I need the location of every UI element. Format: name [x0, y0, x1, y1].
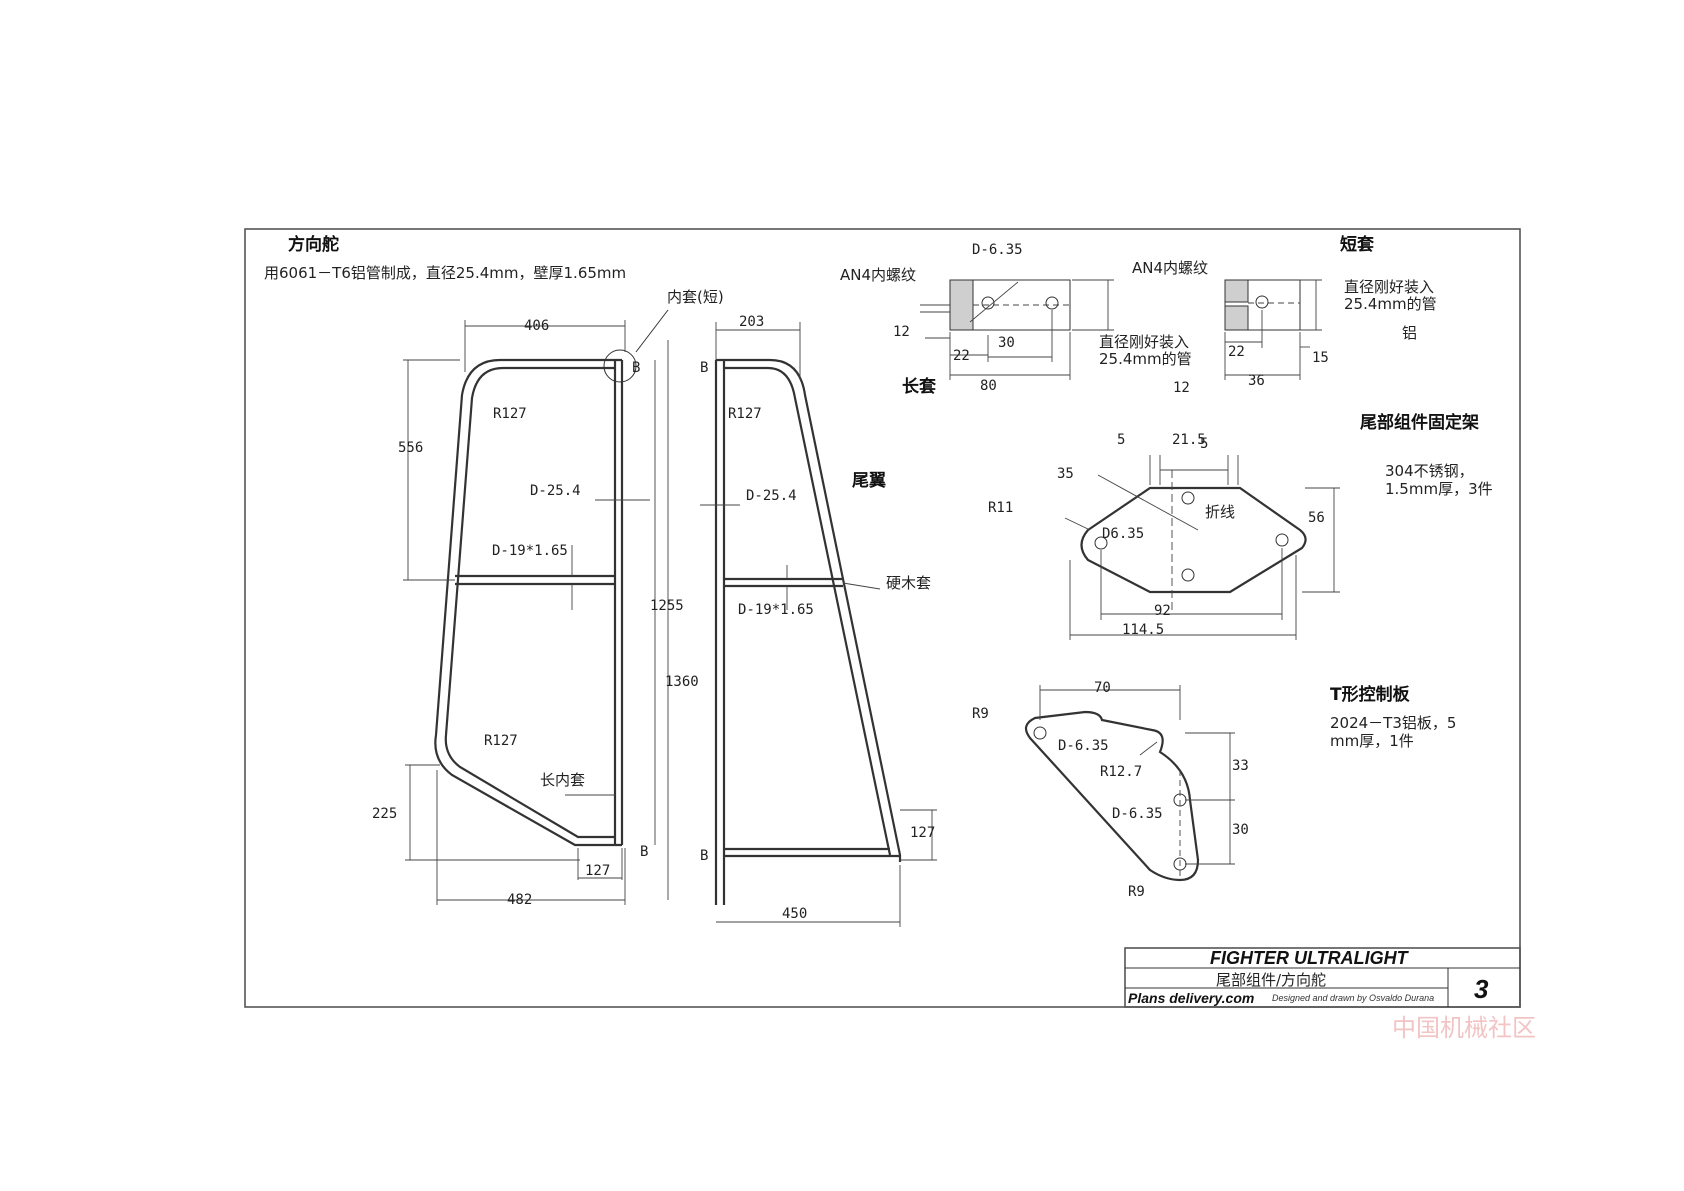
rudder-drawing	[403, 309, 669, 905]
project-title: FIGHTER ULTRALIGHT	[1210, 948, 1410, 968]
fin-dim-450: 450	[782, 906, 807, 922]
fin-tube-cross: D-19*1.65	[738, 602, 814, 618]
credit: Designed and drawn by Osvaldo Durana	[1272, 993, 1434, 1003]
rudder-mark-b-bottom: B	[640, 844, 648, 860]
tail-bracket-material-2: 1.5mm厚，3件	[1385, 480, 1493, 498]
t-plate-dim-70: 70	[1094, 680, 1111, 696]
t-plate-hole-mid: D-6.35	[1112, 806, 1163, 822]
long-sleeve-title: 长套	[902, 376, 937, 397]
short-sleeve-fit-1: 直径刚好装入	[1344, 278, 1434, 296]
fin-tube-main: D-25.4	[746, 488, 797, 504]
rudder-title: 方向舵	[288, 234, 339, 255]
fin-title: 尾翼	[852, 471, 886, 491]
short-sleeve-fit-2: 25.4mm的管	[1344, 295, 1437, 313]
long-sleeve-hole: D-6.35	[972, 242, 1023, 258]
hardwood-sleeve-label: 硬木套	[886, 574, 931, 592]
rudder-radius-lower: R127	[484, 733, 518, 749]
rudder-mark-b-top: B	[632, 360, 640, 376]
fin-radius-top: R127	[728, 406, 762, 422]
long-sleeve-dim-22: 22	[953, 348, 970, 364]
long-sleeve-thread-right: AN4内螺纹	[1132, 259, 1208, 277]
tail-bracket-title: 尾部组件固定架	[1360, 412, 1479, 433]
tail-bracket-dim-56: 56	[1308, 510, 1325, 526]
tail-bracket-fold-line: 折线	[1205, 503, 1235, 521]
sheet-number: 3	[1474, 974, 1489, 1004]
sheet-border	[244, 228, 1521, 1008]
long-sleeve-thread-left: AN4内螺纹	[840, 266, 916, 284]
tail-bracket-dim-5-right: 5	[1200, 436, 1208, 452]
tail-bracket-material-1: 304不锈钢，	[1385, 462, 1474, 480]
tail-bracket-dim-21-5: 21.5	[1172, 432, 1206, 448]
fin-mark-b-top: B	[700, 360, 708, 376]
short-sleeve-dim-22: 22	[1228, 344, 1245, 360]
title-block	[1124, 947, 1521, 1008]
tail-bracket-dim-5-left: 5	[1117, 432, 1125, 448]
long-inner-sleeve-label: 长内套	[540, 771, 585, 789]
t-plate-material-2: mm厚，1件	[1330, 732, 1414, 750]
t-plate-drawing	[1024, 685, 1235, 882]
tail-bracket-dim-114-5: 114.5	[1122, 622, 1164, 638]
long-sleeve-fit-2: 25.4mm的管	[1099, 350, 1192, 368]
short-sleeve-dim-15: 15	[1312, 350, 1329, 366]
rudder-radius-top: R127	[493, 406, 527, 422]
fin-dim-203: 203	[739, 314, 764, 330]
short-sleeve-material: 铝	[1402, 324, 1417, 342]
website: Plans delivery.com	[1128, 990, 1254, 1006]
t-plate-dim-30: 30	[1232, 822, 1249, 838]
t-plate-radius-bottom: R9	[1128, 884, 1145, 900]
t-plate-radius-notch: R12.7	[1100, 764, 1142, 780]
material-note: 用6061－T6铝管制成，直径25.4mm，壁厚1.65mm	[264, 264, 626, 282]
rudder-tube-main: D-25.4	[530, 483, 581, 499]
rudder-dim-1255: 1255	[650, 598, 684, 614]
rudder-dim-556: 556	[398, 440, 423, 456]
tail-bracket-dim-35: 35	[1057, 466, 1074, 482]
t-plate-material-1: 2024－T3铝板，5	[1330, 714, 1456, 732]
long-sleeve-fit-1: 直径刚好装入	[1099, 333, 1189, 351]
sheet-title: 尾部组件/方向舵	[1216, 971, 1326, 989]
fin-mark-b-bottom: B	[700, 848, 708, 864]
short-sleeve-dim-36: 36	[1248, 373, 1265, 389]
short-sleeve-title: 短套	[1340, 234, 1375, 255]
tail-bracket-hole: D6.35	[1102, 526, 1144, 542]
rudder-dim-225: 225	[372, 806, 397, 822]
long-sleeve-dim-12: 12	[893, 324, 910, 340]
fin-dim-127: 127	[910, 825, 935, 841]
inner-sleeve-short-label: 内套(短)	[667, 288, 724, 306]
t-plate-hole-top: D-6.35	[1058, 738, 1109, 754]
t-plate-dim-33: 33	[1232, 758, 1249, 774]
rudder-tube-cross: D-19*1.65	[492, 543, 568, 559]
fin-drawing	[700, 322, 937, 927]
tail-bracket-drawing	[1064, 455, 1340, 640]
rudder-dim-127: 127	[585, 863, 610, 879]
long-sleeve-dim-80: 80	[980, 378, 997, 394]
t-plate-radius-top: R9	[972, 706, 989, 722]
long-sleeve-drawing	[920, 279, 1114, 380]
short-sleeve-drawing	[1224, 279, 1322, 380]
long-sleeve-dim-30: 30	[998, 335, 1015, 351]
rudder-dim-1360: 1360	[665, 674, 699, 690]
rudder-dim-482: 482	[507, 892, 532, 908]
short-sleeve-dim-12: 12	[1173, 380, 1190, 396]
t-plate-title: T形控制板	[1330, 684, 1411, 705]
rudder-dim-406: 406	[524, 318, 549, 334]
tail-bracket-radius: R11	[988, 500, 1013, 516]
tail-bracket-dim-92: 92	[1154, 603, 1171, 619]
watermark: 中国机械社区	[1392, 1014, 1536, 1042]
